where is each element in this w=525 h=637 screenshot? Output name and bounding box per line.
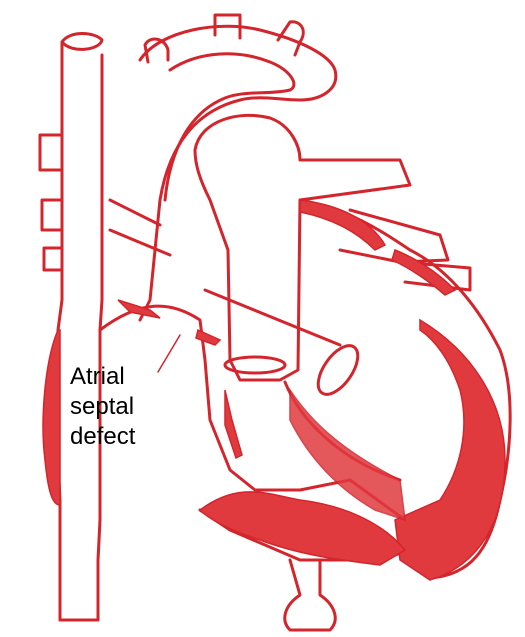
superior-vena-cava xyxy=(56,42,102,620)
aortic-arch-inner xyxy=(165,54,294,200)
left-ventricle-wall xyxy=(395,320,505,580)
left-vein-stub-1 xyxy=(40,135,62,170)
septum-diagonal-2 xyxy=(110,200,160,225)
atrial-septum-fragment-2 xyxy=(196,330,220,345)
label-line-2: septal xyxy=(70,392,135,422)
label-line-1: Atrial xyxy=(70,362,135,392)
atrial-septum-fragment-3 xyxy=(225,390,242,458)
left-vein-stub-2 xyxy=(42,200,62,230)
mitral-valve xyxy=(310,339,365,401)
septum-diagonal-3 xyxy=(110,230,170,255)
label-leader-line xyxy=(158,335,180,372)
left-vein-stub-3 xyxy=(44,248,62,270)
atrial-septal-defect-label: Atrial septal defect xyxy=(70,362,135,452)
right-atrium-wall xyxy=(43,330,60,505)
svc-top-cap xyxy=(62,34,102,50)
septum-diagonal xyxy=(205,290,340,345)
inferior-vessel xyxy=(285,560,335,630)
label-line-3: defect xyxy=(70,422,135,452)
